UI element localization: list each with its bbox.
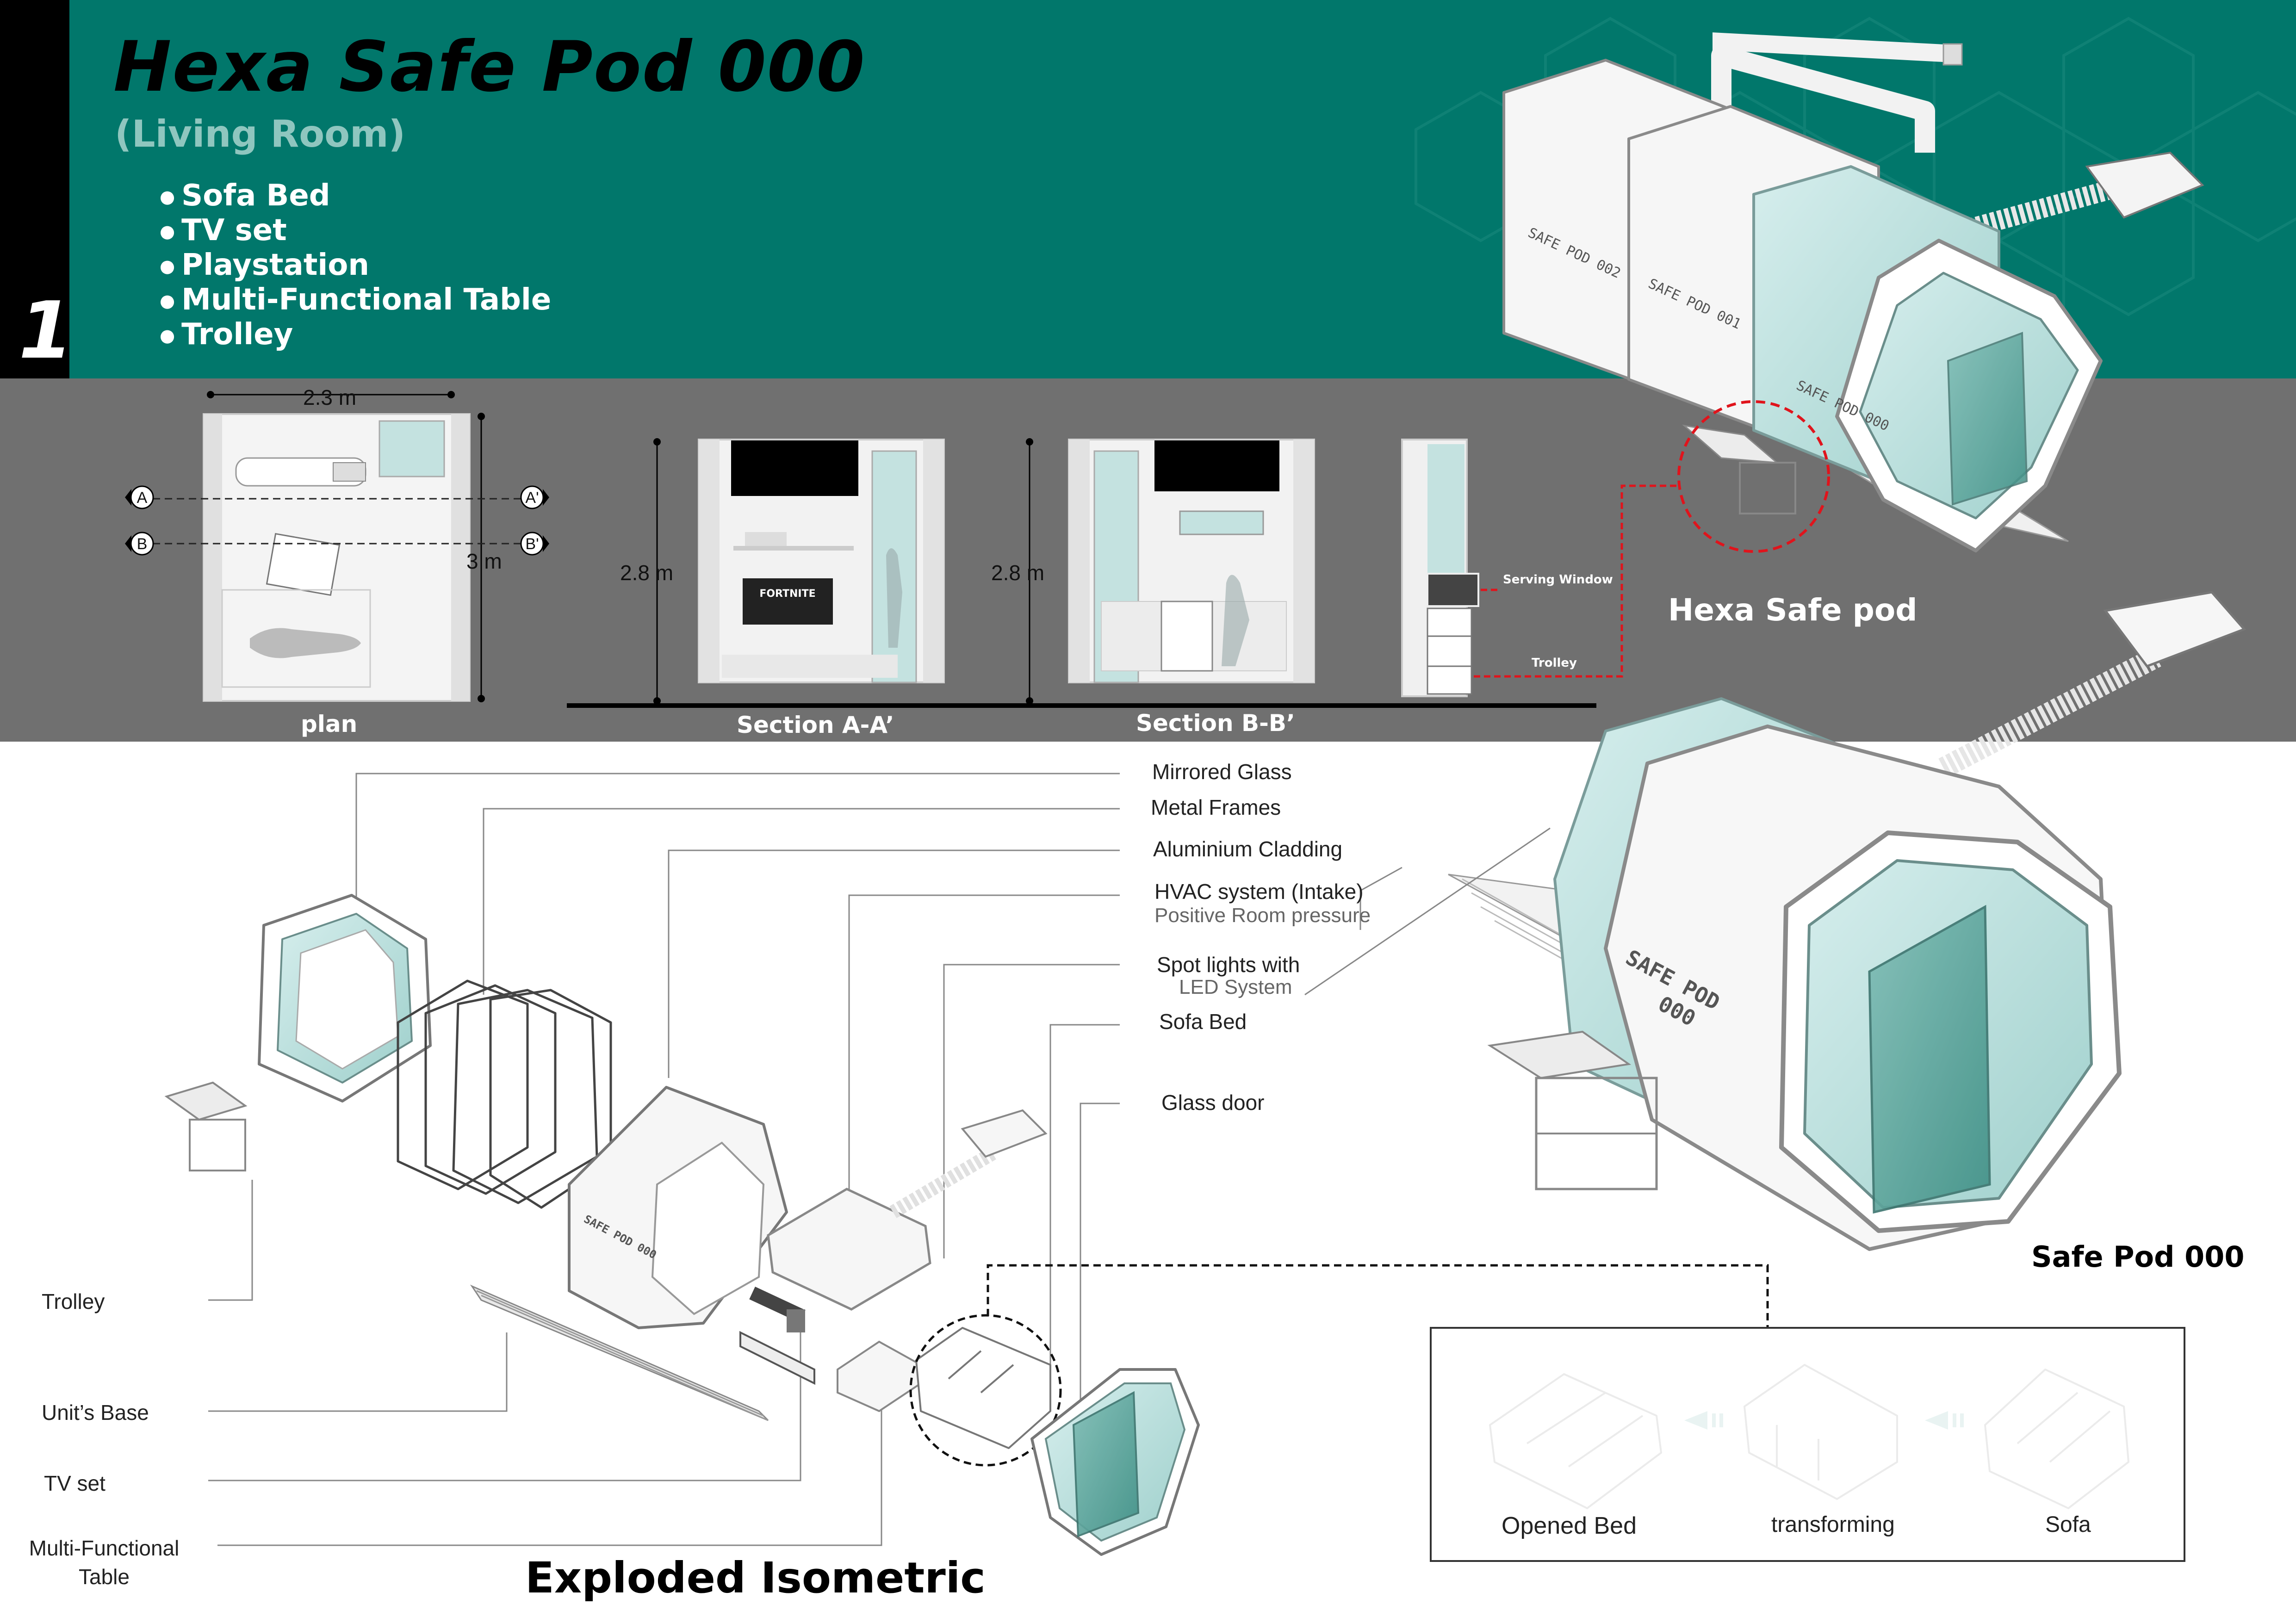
label-aluminium-cladding: Aluminium Cladding	[1153, 837, 1343, 861]
sheet-number: 1	[19, 285, 74, 377]
svg-text:B': B'	[525, 535, 539, 553]
label-hvac: HVAC system (Intake)	[1154, 880, 1364, 904]
feature-item: Playstation	[160, 250, 551, 285]
feature-list: Sofa Bed TV set Playstation Multi-Functi…	[160, 180, 551, 354]
label-spot-lights-sub: LED System	[1179, 976, 1292, 998]
page-subtitle: (Living Room)	[115, 112, 406, 155]
plan-length-dim: 3 m	[466, 549, 502, 573]
label-tv-set: TV set	[44, 1471, 105, 1495]
exploded-isometric-drawing: SAFE POD 000	[164, 773, 1769, 1556]
label-sofa-bed: Sofa Bed	[1159, 1010, 1247, 1034]
state-transforming: transforming	[1771, 1512, 1895, 1537]
label-metal-frames: Metal Frames	[1151, 795, 1281, 819]
sheet-number-strip	[0, 0, 69, 378]
label-hvac-sub: Positive Room pressure	[1154, 904, 1371, 927]
section-marker-b: B	[125, 532, 154, 556]
section-marker-a-prime: A'	[520, 485, 549, 509]
plan-label: plan	[301, 711, 358, 737]
plan-width-dim: 2.3 m	[303, 385, 357, 409]
page-title: Hexa Safe Pod 000	[113, 27, 866, 107]
label-spot-lights: Spot lights with	[1157, 953, 1300, 977]
exploded-isometric-title: Exploded Isometric	[525, 1553, 986, 1603]
safe-pod-000-drawing: SAFE POD 000	[1448, 591, 2246, 1251]
side-section-drawing	[1401, 439, 1677, 697]
feature-item: Multi-Functional Table	[160, 285, 551, 319]
section-bb-height-dim: 2.8 m	[991, 561, 1045, 585]
transformation-panel	[1430, 1327, 2185, 1562]
feature-item: Trolley	[160, 319, 551, 354]
label-glass-door: Glass door	[1161, 1090, 1265, 1115]
section-aa-drawing: FORTNITE	[653, 438, 945, 705]
label-mirrored-glass: Mirrored Glass	[1152, 760, 1292, 784]
section-aa-label: Section A-A’	[737, 712, 894, 738]
serving-window-callout: Serving Window	[1503, 573, 1613, 587]
svg-text:A': A'	[525, 489, 539, 507]
hexa-safe-pod-drawing: SAFE POD 002 SAFE POD 001 SAFE POD 000	[1502, 32, 2204, 553]
state-opened-bed: Opened Bed	[1502, 1512, 1637, 1539]
section-bb-label: Section B-B’	[1136, 710, 1295, 737]
safe-pod-000-label: Safe Pod 000	[2031, 1240, 2245, 1274]
svg-text:B: B	[137, 535, 148, 553]
feature-item: TV set	[160, 215, 551, 250]
state-sofa: Sofa	[2045, 1512, 2091, 1537]
svg-text:FORTNITE: FORTNITE	[759, 588, 815, 600]
plan-drawing: A A' B B'	[125, 391, 549, 702]
section-bb-drawing	[1026, 438, 1315, 705]
label-trolley: Trolley	[42, 1289, 105, 1313]
label-multi-functional-table: Multi-Functional Table	[29, 1536, 180, 1589]
feature-item: Sofa Bed	[160, 180, 551, 215]
hexa-safe-pod-label: Hexa Safe pod	[1668, 592, 1917, 628]
section-aa-height-dim: 2.8 m	[620, 561, 674, 585]
label-units-base: Unit’s Base	[42, 1400, 149, 1425]
section-marker-b-prime: B'	[520, 532, 549, 556]
trolley-callout: Trolley	[1532, 656, 1577, 670]
svg-text:A: A	[137, 489, 148, 507]
section-marker-a: A	[125, 485, 154, 509]
